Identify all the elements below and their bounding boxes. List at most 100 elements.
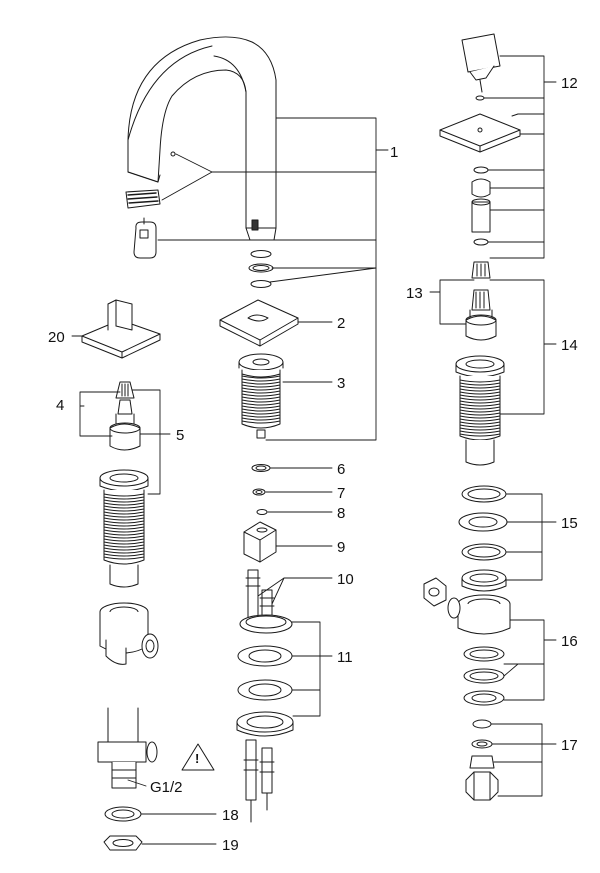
thread-line	[459, 379, 501, 383]
rings-16	[463, 646, 505, 706]
elbow-fitting-right	[423, 577, 511, 635]
part-number-3: 3	[337, 375, 346, 392]
thread-line	[103, 541, 145, 545]
thread-line	[459, 385, 501, 389]
part-number-15: 15	[561, 515, 578, 532]
connector-17	[465, 719, 499, 801]
thread-size-label: G1/2	[150, 779, 183, 796]
thread-line	[459, 427, 501, 431]
thread-line	[103, 493, 145, 497]
spout	[127, 36, 277, 241]
thread-line	[103, 523, 145, 527]
nut-19	[103, 835, 143, 851]
thread-line	[103, 556, 145, 560]
thread-line	[103, 526, 145, 530]
thread-line	[459, 412, 501, 416]
thread-line	[241, 405, 281, 409]
connector-block	[243, 521, 277, 563]
thread-line	[103, 496, 145, 500]
thread-line	[241, 420, 281, 424]
thread-line	[241, 387, 281, 391]
part-number-10: 10	[337, 571, 354, 588]
thread-line	[241, 390, 281, 394]
thread-line	[459, 397, 501, 401]
cartridge-right	[465, 289, 497, 341]
thread-line	[241, 378, 281, 382]
part-number-9: 9	[337, 539, 346, 556]
part-number-18: 18	[222, 807, 239, 824]
part-number-20: 20	[48, 329, 65, 346]
part-number-8: 8	[337, 505, 346, 522]
thread-line	[241, 414, 281, 418]
handle-right	[461, 33, 501, 101]
thread-line	[241, 399, 281, 403]
part-number-5: 5	[176, 427, 185, 444]
part-number-11: 11	[337, 649, 353, 666]
thread-line	[459, 418, 501, 422]
part-number-4: 4	[56, 397, 65, 414]
cover-plate	[219, 299, 299, 347]
thread-line	[241, 411, 281, 415]
thread-line	[103, 511, 145, 515]
part-number-14: 14	[561, 337, 578, 354]
warning-triangle-icon	[181, 743, 215, 771]
part-number-2: 2	[337, 315, 346, 332]
thread-line	[241, 381, 281, 385]
thread-line	[103, 508, 145, 512]
thread-line	[103, 544, 145, 548]
thread-line	[103, 502, 145, 506]
aerator	[125, 189, 161, 209]
thread-line	[103, 553, 145, 557]
part-number-1: 1	[390, 144, 399, 161]
handle-left	[81, 299, 161, 359]
thread-line	[103, 547, 145, 551]
part-number-19: 19	[222, 837, 239, 854]
thread-line	[241, 384, 281, 388]
thread-line	[459, 433, 501, 437]
thread-line	[241, 375, 281, 379]
thread-line	[103, 514, 145, 518]
threads-right-sleeve	[459, 379, 501, 437]
thread-line	[459, 415, 501, 419]
right-stack-parts	[471, 166, 491, 279]
thread-line	[103, 505, 145, 509]
thread-line	[241, 396, 281, 400]
thread-line	[459, 388, 501, 392]
elbow-fitting-left	[99, 602, 159, 665]
thread-line	[103, 538, 145, 542]
thread-line	[241, 402, 281, 406]
part-number-7: 7	[337, 485, 346, 502]
thread-line	[459, 421, 501, 425]
part-number-16: 16	[561, 633, 578, 650]
part-number-13: 13	[406, 285, 423, 302]
thread-adapter	[97, 707, 158, 789]
threads-center-sleeve	[241, 375, 281, 424]
supply-hoses	[243, 569, 275, 823]
thread-line	[103, 532, 145, 536]
thread-line	[103, 520, 145, 524]
part-number-12: 12	[561, 75, 578, 92]
thread-line	[103, 550, 145, 554]
thread-line	[241, 417, 281, 421]
thread-line	[459, 391, 501, 395]
thread-line	[459, 424, 501, 428]
thread-line	[241, 393, 281, 397]
part-number-6: 6	[337, 461, 346, 478]
thread-line	[459, 403, 501, 407]
thread-line	[103, 517, 145, 521]
sealing-rings-right	[458, 485, 508, 592]
rosette-plate-right	[439, 113, 521, 153]
leader-lines	[71, 55, 557, 845]
small-fittings	[251, 429, 271, 515]
threads-left-sleeve	[103, 493, 145, 560]
warning-exclamation: !	[195, 751, 200, 766]
spout-o-rings	[248, 250, 274, 288]
sleeve-left	[99, 469, 149, 588]
thread-line	[459, 382, 501, 386]
thread-line	[459, 394, 501, 398]
washer-18	[104, 806, 142, 822]
thread-line	[459, 430, 501, 434]
thread-line	[459, 406, 501, 410]
part-number-17: 17	[561, 737, 578, 754]
